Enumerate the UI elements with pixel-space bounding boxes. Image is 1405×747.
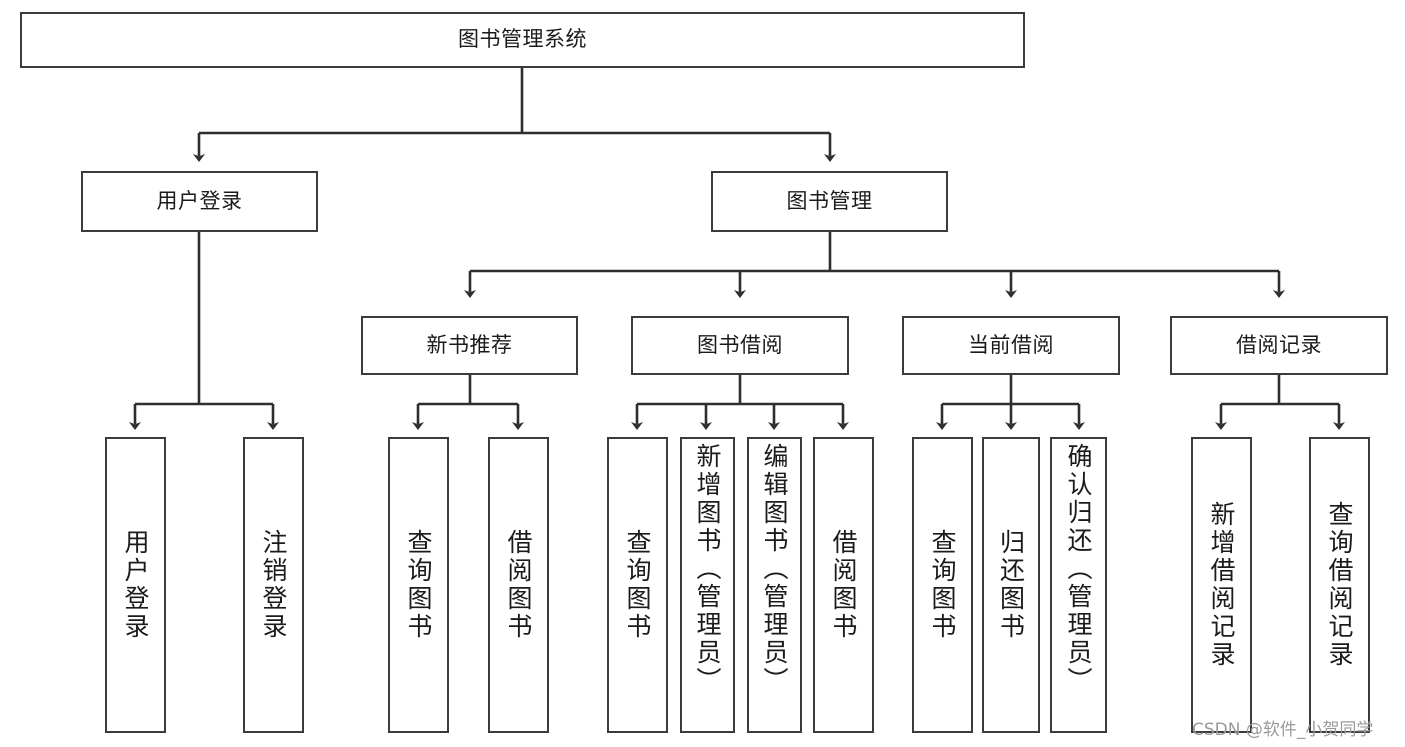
leaf-user-login-signout[interactable]: 注销登录 <box>243 437 304 733</box>
node-label: 用户登录 <box>156 188 243 213</box>
leaf-user-login-signin[interactable]: 用户登录 <box>105 437 166 733</box>
node-label: 图书管理 <box>786 188 873 213</box>
node-label: 用户登录 <box>121 529 150 641</box>
node-label: 新书推荐 <box>426 332 513 357</box>
node-label: 注销登录 <box>259 529 288 641</box>
node-label: 查询图书 <box>404 529 433 641</box>
node-label: 新增图书（管理员） <box>693 443 722 695</box>
node-label: 图书借阅 <box>697 332 783 357</box>
node-root-system[interactable]: 图书管理系统 <box>20 12 1025 68</box>
leaf-borrow-borrow-book[interactable]: 借阅图书 <box>813 437 874 733</box>
node-label: 归还图书 <box>996 529 1026 641</box>
node-user-login[interactable]: 用户登录 <box>81 171 318 232</box>
node-label: 借阅图书 <box>829 529 858 641</box>
node-label: 新增借阅记录 <box>1207 501 1236 669</box>
node-label: 查询借阅记录 <box>1325 501 1354 669</box>
watermark: CSDN @软件_小贺同学 <box>1192 720 1374 740</box>
node-label: 查询图书 <box>623 529 652 641</box>
node-label: 确认归还（管理员） <box>1064 443 1093 695</box>
leaf-new-book-query[interactable]: 查询图书 <box>388 437 449 733</box>
leaf-current-confirm-return-admin[interactable]: 确认归还（管理员） <box>1050 437 1107 733</box>
leaf-borrow-edit-book-admin[interactable]: 编辑图书（管理员） <box>747 437 802 733</box>
node-label: 查询图书 <box>928 529 957 641</box>
node-label: 图书管理系统 <box>458 27 587 52</box>
node-label: 编辑图书（管理员） <box>760 443 789 695</box>
node-book-management[interactable]: 图书管理 <box>711 171 948 232</box>
node-label: 借阅图书 <box>504 529 533 641</box>
leaf-borrow-add-book-admin[interactable]: 新增图书（管理员） <box>680 437 735 733</box>
node-label: 借阅记录 <box>1236 332 1322 357</box>
leaf-current-return-book[interactable]: 归还图书 <box>982 437 1040 733</box>
leaf-record-query-record[interactable]: 查询借阅记录 <box>1309 437 1370 733</box>
node-current-borrow[interactable]: 当前借阅 <box>902 316 1120 375</box>
leaf-new-book-borrow[interactable]: 借阅图书 <box>488 437 549 733</box>
node-new-book-recommend[interactable]: 新书推荐 <box>361 316 578 375</box>
node-book-borrow[interactable]: 图书借阅 <box>631 316 849 375</box>
leaf-borrow-query-book[interactable]: 查询图书 <box>607 437 668 733</box>
leaf-record-add-record[interactable]: 新增借阅记录 <box>1191 437 1252 733</box>
node-borrow-record[interactable]: 借阅记录 <box>1170 316 1388 375</box>
node-label: 当前借阅 <box>968 332 1054 357</box>
leaf-current-query-book[interactable]: 查询图书 <box>912 437 973 733</box>
